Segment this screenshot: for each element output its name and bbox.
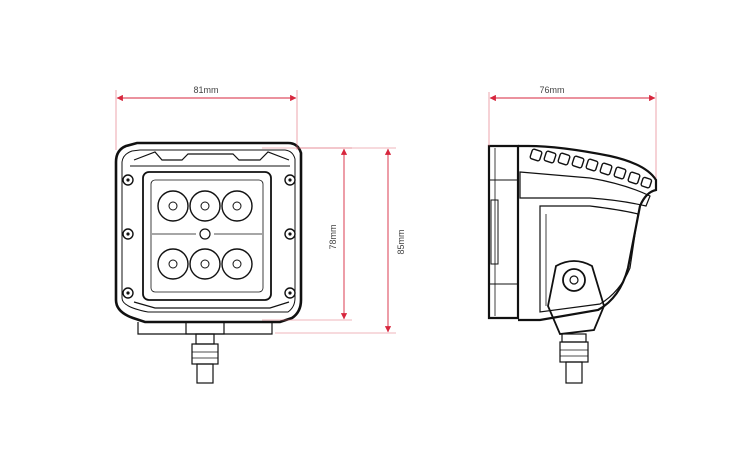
- screw-bottom-right: [284, 287, 296, 299]
- screw-bottom-left: [122, 287, 134, 299]
- led-top-2-core: [200, 201, 210, 211]
- front-top-bevel: [133, 151, 290, 161]
- led-top-1: [157, 190, 189, 222]
- front-stud-thread: [196, 363, 214, 384]
- dimension-front-width: 81mm: [115, 85, 298, 150]
- front-lens-inner: [150, 179, 264, 293]
- fin-8: [627, 171, 641, 185]
- side-back-recess: [490, 199, 499, 265]
- led-bottom-2: [189, 248, 221, 280]
- led-bottom-1: [157, 248, 189, 280]
- front-stud-nut: [191, 343, 219, 365]
- led-top-2: [189, 190, 221, 222]
- side-back-plate: [487, 144, 520, 320]
- fin-9: [640, 176, 653, 189]
- fin-7: [613, 166, 627, 180]
- side-fins: [529, 148, 653, 189]
- dimension-side-width: 76mm: [488, 85, 657, 178]
- front-stud-collar: [195, 333, 215, 345]
- lens-center-screw: [199, 228, 211, 240]
- front-mount-base: [185, 321, 225, 335]
- front-screws: [122, 174, 296, 299]
- label-total-height: 85mm: [396, 229, 406, 254]
- side-lower-panel: [539, 205, 639, 313]
- screw-mid-left: [122, 228, 134, 240]
- screw-top-left: [122, 174, 134, 186]
- fin-5: [585, 158, 599, 172]
- side-pivot-bolt: [562, 268, 586, 292]
- label-width-side: 76mm: [539, 85, 564, 95]
- led-bottom-3: [221, 248, 253, 280]
- fin-2: [543, 150, 557, 164]
- front-housing-inner: [121, 149, 296, 313]
- led-top-3: [221, 190, 253, 222]
- side-pivot-center: [569, 275, 579, 285]
- fin-6: [599, 162, 613, 176]
- side-mount-bracket: [547, 260, 605, 335]
- side-body-outline: [518, 144, 658, 322]
- screw-top-right: [284, 174, 296, 186]
- led-bottom-2-core: [200, 259, 210, 269]
- led-bottom-3-core: [232, 259, 242, 269]
- fin-1: [529, 148, 543, 162]
- side-view: [487, 144, 658, 384]
- side-stud-thread: [565, 361, 583, 384]
- front-mount-bracket: [137, 322, 273, 335]
- label-width-front: 81mm: [193, 85, 218, 95]
- front-bottom-bevel: [133, 301, 290, 309]
- screw-mid-right: [284, 228, 296, 240]
- fin-4: [571, 155, 585, 169]
- front-lens-frame: [142, 171, 272, 301]
- led-array: [152, 190, 262, 280]
- led-bottom-1-core: [168, 259, 178, 269]
- front-view: [114, 141, 303, 384]
- fin-3: [557, 152, 571, 166]
- label-lens-height: 78mm: [328, 224, 338, 249]
- dimension-total-height: 85mm: [275, 147, 406, 334]
- side-stud-collar: [561, 333, 587, 343]
- led-top-1-core: [168, 201, 178, 211]
- side-stud-nut: [559, 341, 589, 363]
- led-top-3-core: [232, 201, 242, 211]
- dimension-lens-height: 78mm: [262, 147, 352, 321]
- side-upper-panel: [519, 171, 651, 207]
